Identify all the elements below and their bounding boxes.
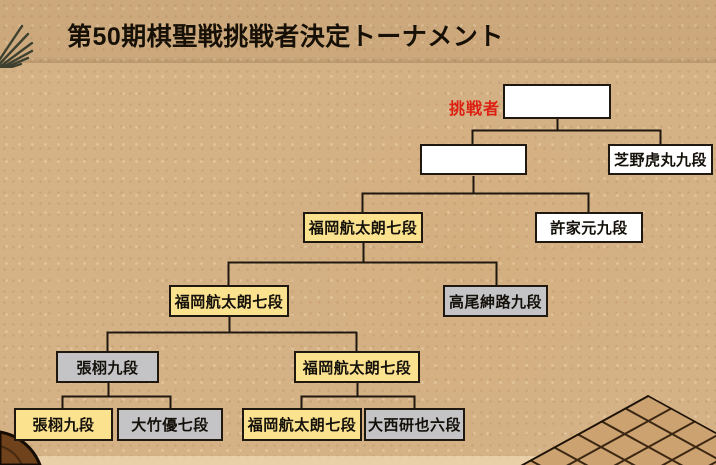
bracket-box-final-seed-right: 芝野虎丸九段: [608, 144, 713, 175]
bracket-box-r1-player-2: 大竹優七段: [117, 408, 223, 441]
bracket-box-sf-seed-right: 許家元九段: [535, 212, 643, 243]
bracket-box-champion-slot: [503, 84, 611, 119]
bracket-box-r3-winner-left: 福岡航太朗七段: [169, 285, 289, 317]
bracket-box-r1-player-3: 福岡航太朗七段: [242, 408, 362, 441]
page-title: 第50期棋聖戦挑戦者決定トーナメント: [67, 23, 504, 51]
challenger-label: 挑戦者: [448, 101, 500, 118]
bracket-box-r2-winner-left: 張栩九段: [56, 351, 159, 383]
bracket-box-r3-seed-right: 高尾紳路九段: [443, 285, 548, 317]
bracket-box-sf-winner-left: 福岡航太朗七段: [303, 212, 423, 243]
bracket-box-r2-winner-right: 福岡航太朗七段: [294, 351, 420, 383]
bracket-box-final-slot-left: [420, 144, 527, 175]
bracket-box-r1-player-1: 張栩九段: [14, 408, 113, 441]
bracket-box-r1-player-4: 大西研也六段: [364, 408, 465, 441]
